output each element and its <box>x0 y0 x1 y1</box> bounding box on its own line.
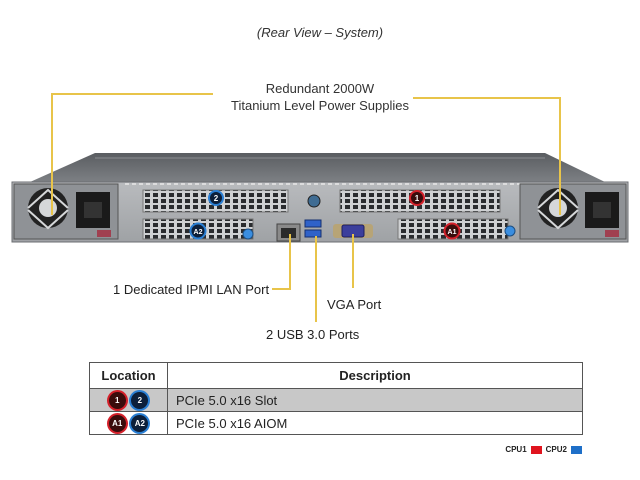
psu-left-callout-line <box>51 93 213 215</box>
thumbscrew <box>307 194 321 208</box>
badge-cpu2-aiom: A2 <box>131 414 149 432</box>
chassis-top <box>30 153 605 182</box>
ipmi-lan-port-label: 1 Dedicated IPMI LAN Port <box>113 282 270 297</box>
badge-aiom-a2-text: A2 <box>194 229 203 236</box>
badge-cpu1-aiom: A1 <box>108 414 126 432</box>
description-cell: PCIe 5.0 x16 AIOM <box>167 411 583 435</box>
view-caption: (Rear View – System) <box>256 25 384 40</box>
location-cell: 1 2 <box>89 388 168 412</box>
callout-lines <box>51 93 561 322</box>
location-cell: A1 A2 <box>89 411 168 435</box>
legend-cpu2-swatch <box>571 445 582 454</box>
badge-slot-1-text: 1 <box>415 194 420 203</box>
legend-cpu1-swatch <box>530 445 542 454</box>
ipmi-callout-line <box>272 234 291 290</box>
badge-slot-1: 1 <box>409 190 425 206</box>
legend-cpu1-label: CPU1 <box>505 445 527 454</box>
badge-cpu2-slot: 2 <box>131 391 149 409</box>
psu-callout-line1: Redundant 2000W <box>265 81 375 96</box>
header-description: Description <box>167 362 583 389</box>
table-header-row: Location Description <box>89 362 583 389</box>
power-supply-left <box>13 183 119 240</box>
power-supply-right <box>519 183 627 240</box>
table-row: 1 2 PCIe 5.0 x16 Slot <box>89 388 583 412</box>
badge-cpu1-slot: 1 <box>108 391 126 409</box>
description-cell: PCIe 5.0 x16 Slot <box>167 388 583 412</box>
psu-callout-line2: Titanium Level Power Supplies <box>231 98 409 113</box>
location-table: Location Description 1 2 PCIe 5.0 x16 Sl… <box>89 362 583 435</box>
badge-slot-2-text: 2 <box>214 194 219 203</box>
usb-ports <box>304 219 322 238</box>
table-row: A1 A2 PCIe 5.0 x16 AIOM <box>89 411 583 435</box>
vga-port-label: VGA Port <box>327 297 382 312</box>
cpu-legend: CPU1 CPU2 <box>505 445 582 454</box>
ipmi-lan-port <box>276 223 301 242</box>
badge-slot-2: 2 <box>208 190 224 206</box>
legend-cpu2-label: CPU2 <box>545 445 567 454</box>
psu-callout-label: Redundant 2000W Titanium Level Power Sup… <box>210 80 430 114</box>
badge-aiom-a1-text: A1 <box>448 229 457 236</box>
usb-ports-label: 2 USB 3.0 Ports <box>266 327 360 342</box>
psu-right-callout-line <box>413 97 561 215</box>
badge-aiom-a2: A2 <box>189 222 207 240</box>
header-location: Location <box>89 362 168 389</box>
badge-aiom-a1: A1 <box>443 222 461 240</box>
